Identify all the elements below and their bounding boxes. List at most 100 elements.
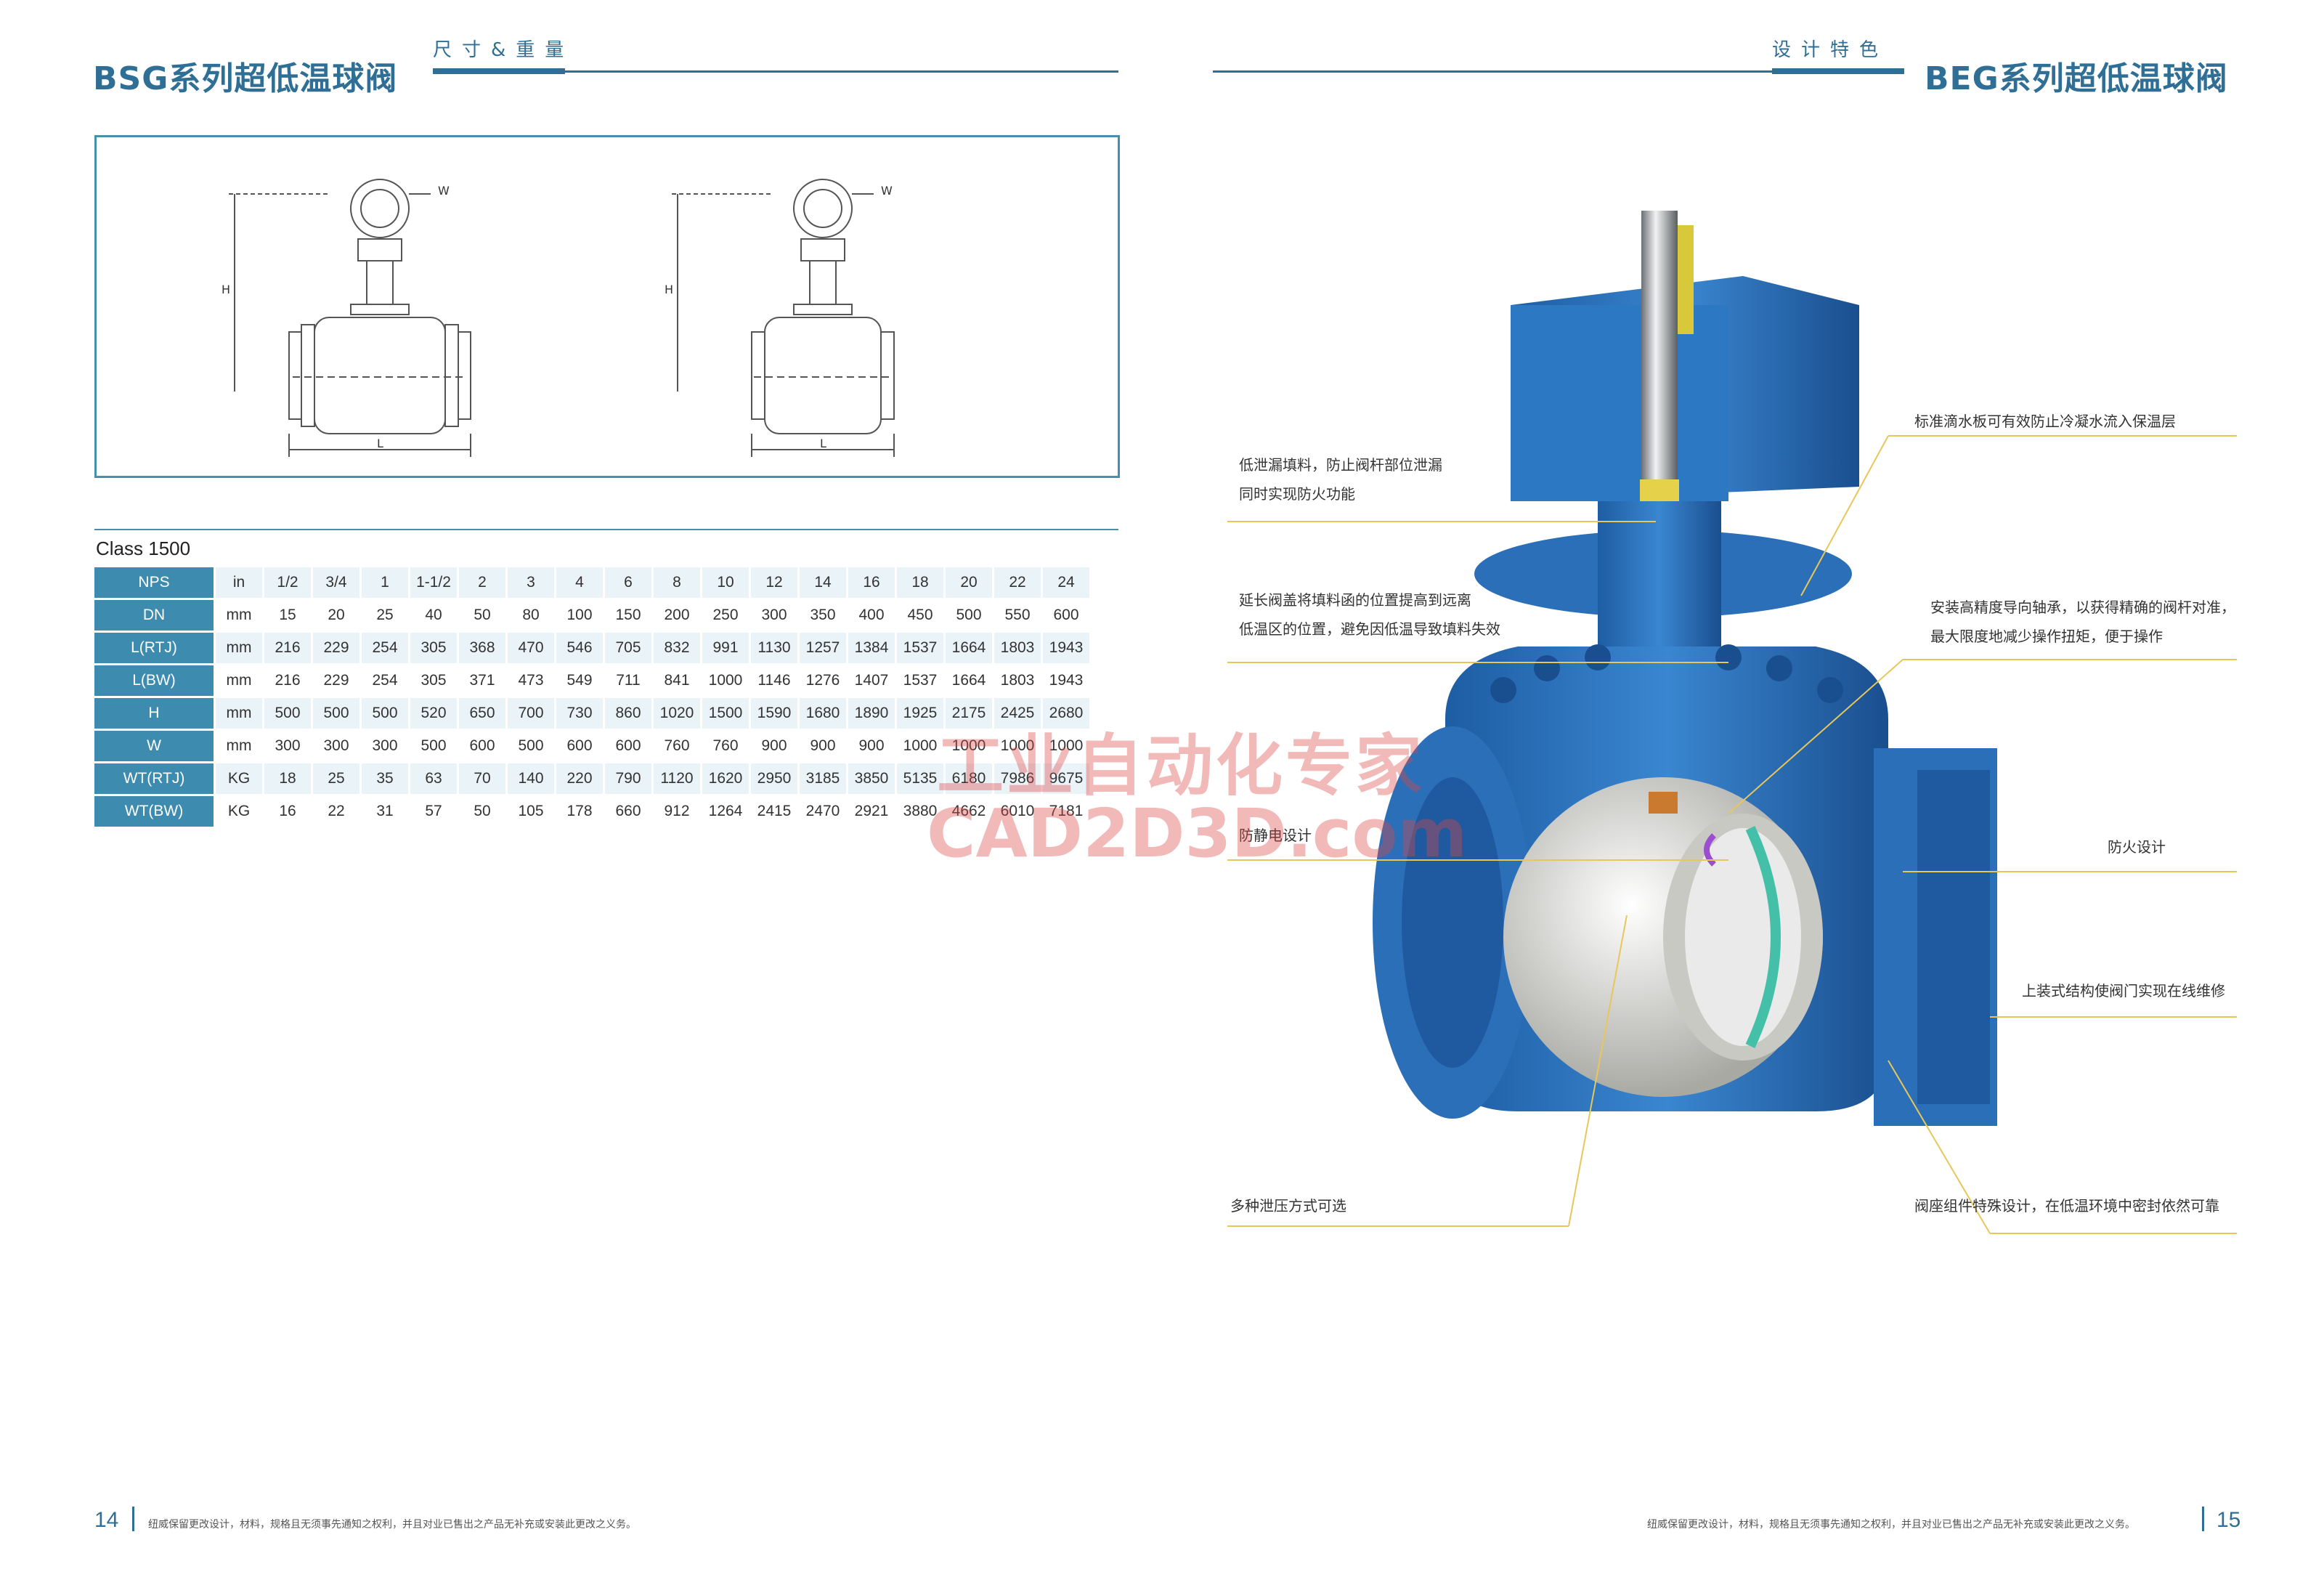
callout-bearing: 安装高精度导向轴承，以获得精确的阀杆对准， 最大限度地减少操作扭矩，便于操作 — [1930, 593, 2235, 651]
table-cell: 250 — [702, 600, 749, 631]
table-cell: 80 — [508, 600, 554, 631]
table-cell: 1-1/2 — [410, 567, 457, 598]
callout-bearing-line2: 最大限度地减少操作扭矩，便于操作 — [1930, 628, 2163, 645]
table-cell: 16 — [264, 796, 311, 827]
table-cell: 520 — [410, 698, 457, 729]
table-cell: 500 — [264, 698, 311, 729]
dim-label-h-2: H — [665, 283, 674, 296]
table-cell: 450 — [897, 600, 943, 631]
table-cell: 40 — [410, 600, 457, 631]
table-cell: 2175 — [946, 698, 992, 729]
table-cell: 912 — [654, 796, 700, 827]
table-cell: 2680 — [1043, 698, 1089, 729]
dim-label-l-1: L — [377, 437, 383, 450]
table-cell: 305 — [410, 665, 457, 696]
table-cell: 2470 — [800, 796, 846, 827]
table-cell: 3185 — [800, 763, 846, 794]
table-cell: 16 — [848, 567, 895, 598]
table-cell: 600 — [605, 731, 651, 761]
table-cell: 832 — [654, 633, 700, 663]
table-cell: 1590 — [751, 698, 797, 729]
table-cell: 1943 — [1043, 633, 1089, 663]
table-cell: 550 — [994, 600, 1041, 631]
table-cell: 705 — [605, 633, 651, 663]
table-cell: 6010 — [994, 796, 1041, 827]
row-header: DN — [94, 600, 214, 631]
right-header-rule — [1213, 70, 1772, 73]
dim-label-w-2: W — [881, 184, 893, 198]
row-header: NPS — [94, 567, 214, 598]
table-cell: 22 — [994, 567, 1041, 598]
table-cell: 18 — [897, 567, 943, 598]
table-cell: 7986 — [994, 763, 1041, 794]
table-cell: 15 — [264, 600, 311, 631]
table-cell: 9675 — [1043, 763, 1089, 794]
right-section-accent — [1772, 68, 1904, 74]
table-cell: 2425 — [994, 698, 1041, 729]
table-cell: 1276 — [800, 665, 846, 696]
table-cell: 200 — [654, 600, 700, 631]
table-cell: 3850 — [848, 763, 895, 794]
row-header: L(BW) — [94, 665, 214, 696]
callout-antistatic: 防静电设计 — [1239, 827, 1312, 844]
table-cell: 1803 — [994, 665, 1041, 696]
table-cell: 350 — [800, 600, 846, 631]
watermark-line1: 工业自动化专家 — [937, 727, 1426, 805]
table-cell: 1146 — [751, 665, 797, 696]
table-cell: 35 — [362, 763, 408, 794]
table-cell: 305 — [410, 633, 457, 663]
table-cell: 991 — [702, 633, 749, 663]
table-cell: 368 — [459, 633, 505, 663]
table-cell: 2921 — [848, 796, 895, 827]
table-cell: 70 — [459, 763, 505, 794]
table-cell: 700 — [508, 698, 554, 729]
dim-label-h-1: H — [222, 283, 231, 296]
callout-fire-safe: 防火设计 — [2108, 838, 2166, 856]
table-cell: 1620 — [702, 763, 749, 794]
table-cell: 549 — [556, 665, 603, 696]
table-cell: 6180 — [946, 763, 992, 794]
table-cell: 1130 — [751, 633, 797, 663]
table-cell: 220 — [556, 763, 603, 794]
table-cell: 1500 — [702, 698, 749, 729]
table-cell: 20 — [946, 567, 992, 598]
table-cell: 50 — [459, 600, 505, 631]
table-cell: 473 — [508, 665, 554, 696]
table-cell: 254 — [362, 633, 408, 663]
table-cell: 3 — [508, 567, 554, 598]
table-cell: 600 — [459, 731, 505, 761]
table-cell: 500 — [946, 600, 992, 631]
row-unit: mm — [216, 633, 262, 663]
table-cell: 1803 — [994, 633, 1041, 663]
table-cell: 10 — [702, 567, 749, 598]
table-cell: 63 — [410, 763, 457, 794]
table-cell: 900 — [848, 731, 895, 761]
table-cell: 18 — [264, 763, 311, 794]
table-cell: 254 — [362, 665, 408, 696]
left-page-number-divider — [132, 1507, 134, 1531]
table-cell: 150 — [605, 600, 651, 631]
table-cell: 1943 — [1043, 665, 1089, 696]
dim-label-w-1: W — [438, 184, 450, 198]
table-cell: 1664 — [946, 633, 992, 663]
table-cell: 470 — [508, 633, 554, 663]
table-cell: 300 — [313, 731, 359, 761]
table-cell: 841 — [654, 665, 700, 696]
table-cell: 1537 — [897, 665, 943, 696]
table-cell: 31 — [362, 796, 408, 827]
table-cell: 1925 — [897, 698, 943, 729]
table-cell: 57 — [410, 796, 457, 827]
left-section-accent — [433, 68, 565, 74]
row-unit: mm — [216, 600, 262, 631]
table-cell: 730 — [556, 698, 603, 729]
table-cell: 216 — [264, 665, 311, 696]
row-unit: mm — [216, 665, 262, 696]
table-cell: 25 — [362, 600, 408, 631]
table-cell: 3880 — [897, 796, 943, 827]
row-unit: KG — [216, 796, 262, 827]
table-cell: 20 — [313, 600, 359, 631]
right-page-number: 15 — [2217, 1508, 2241, 1532]
callout-leaders — [1227, 435, 2237, 1234]
left-header-rule — [565, 70, 1118, 73]
